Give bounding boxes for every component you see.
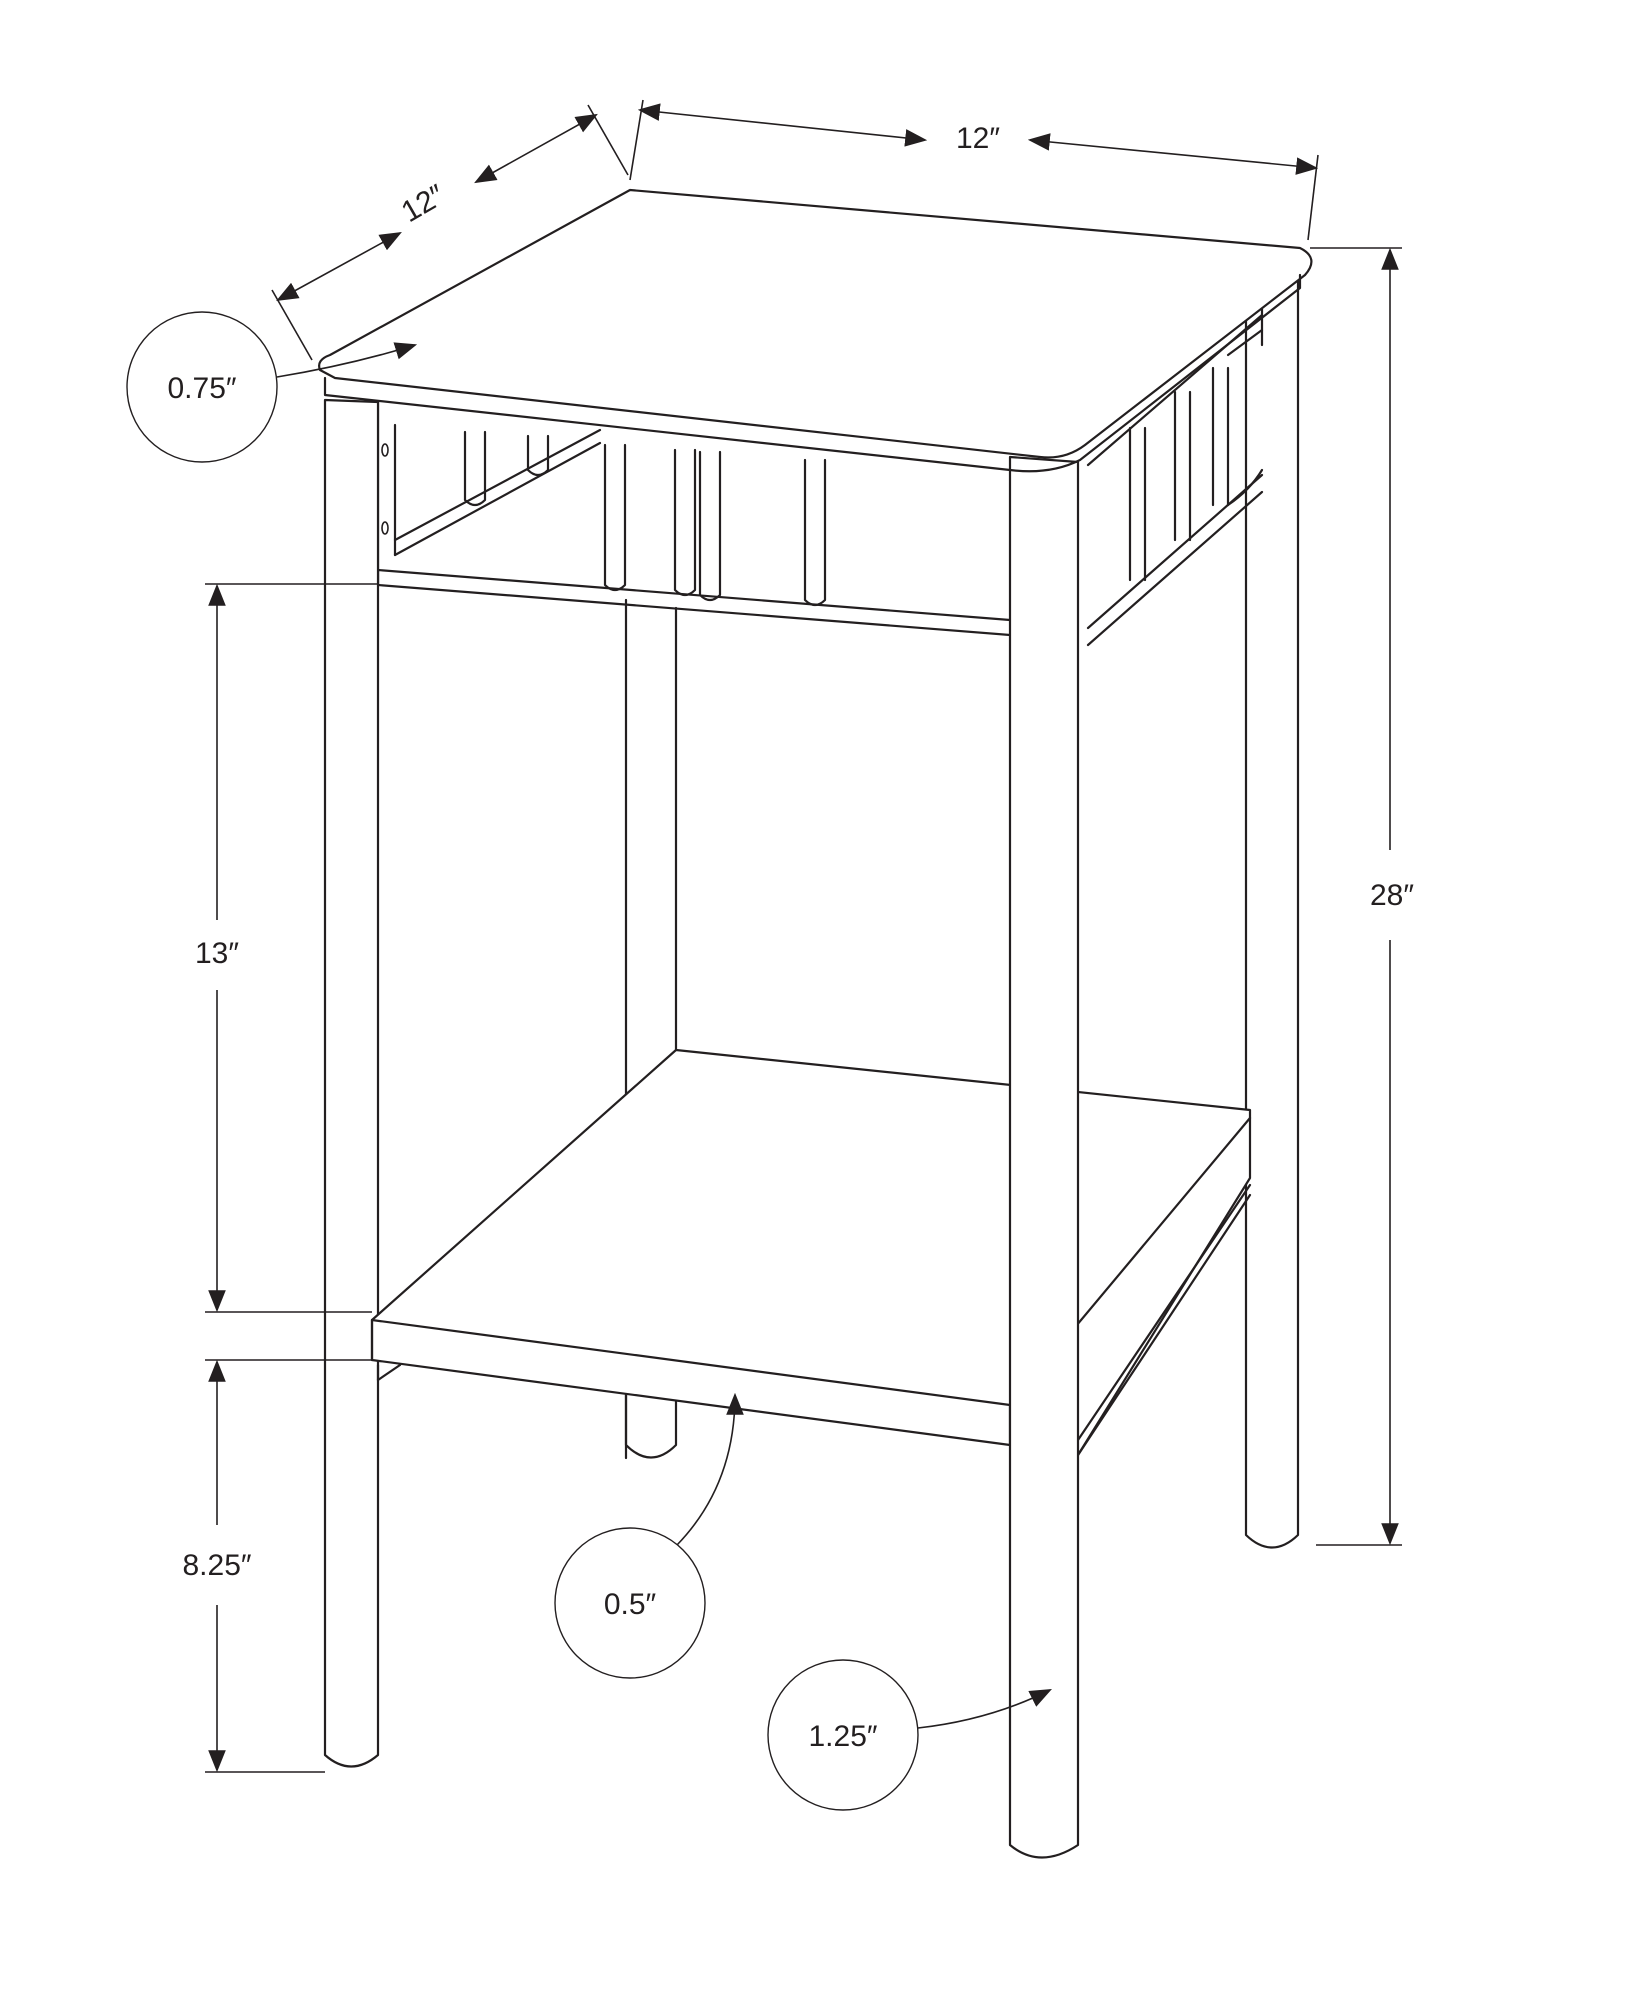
shelf-clearance-label: 13″	[195, 937, 239, 970]
back-right-leg	[1244, 276, 1300, 1549]
right-side-railing	[1086, 303, 1264, 647]
leg-width-label: 1.25″	[808, 1720, 877, 1753]
front-right-leg	[1008, 455, 1080, 1859]
top-thickness-label: 0.75″	[167, 372, 236, 405]
depth-label: 12″	[396, 178, 451, 229]
top-thickness-callout: 0.75″	[126, 311, 418, 463]
shelf-height-dimension: 8.25″	[182, 1359, 372, 1773]
shelf-thickness-callout: 0.5″	[554, 1392, 744, 1679]
front-left-leg	[323, 398, 380, 1768]
width-label: 12″	[956, 122, 1000, 155]
table-top	[318, 188, 1313, 473]
bottom-shelf	[370, 1048, 1252, 1457]
shelf-clearance-dimension: 13″	[195, 583, 378, 1313]
shelf-height-label: 8.25″	[182, 1549, 251, 1582]
leg-width-callout: 1.25″	[767, 1659, 1052, 1811]
height-dimension: 28″	[1310, 247, 1414, 1546]
shelf-thickness-label: 0.5″	[604, 1588, 657, 1621]
table-illustration	[318, 188, 1313, 1859]
height-label: 28″	[1370, 879, 1414, 912]
width-dimension: 12″	[629, 99, 1319, 241]
